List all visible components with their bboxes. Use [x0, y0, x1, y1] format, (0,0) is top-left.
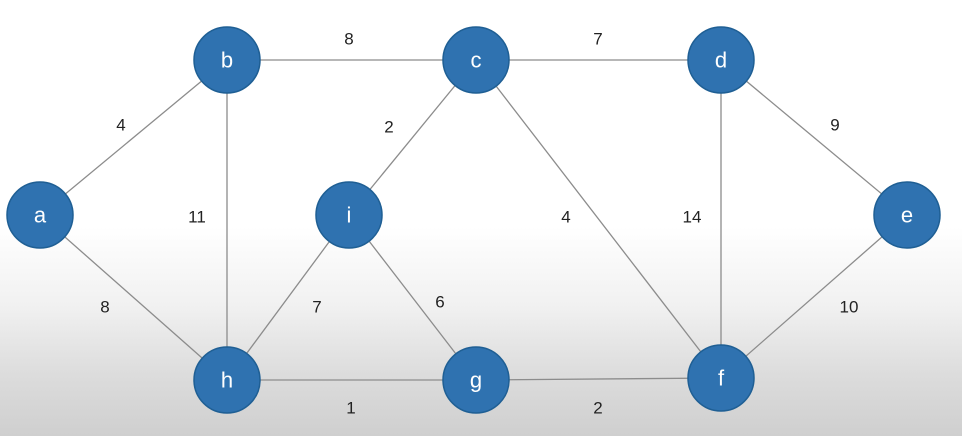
- node-circle-d: [687, 26, 755, 94]
- node-h: h: [193, 346, 261, 414]
- node-circle-b: [193, 26, 261, 94]
- edge-weights-layer: 4 8 8 11 7 2 4 9 14 10 7 6 1 2: [100, 30, 858, 418]
- node-label-b: b: [221, 48, 233, 73]
- edge-weight-i-h: 7: [312, 298, 321, 317]
- node-a: a: [6, 181, 74, 249]
- edge-weight-d-e: 9: [830, 116, 839, 135]
- node-circle-h: [193, 346, 261, 414]
- edge-e-f: [720, 214, 908, 379]
- node-circle-f: [687, 344, 755, 412]
- edge-c-f: [475, 59, 722, 379]
- node-d: d: [687, 26, 755, 94]
- node-circle-i: [315, 181, 383, 249]
- node-label-e: e: [901, 203, 913, 228]
- node-circle-g: [442, 346, 510, 414]
- node-label-g: g: [470, 368, 482, 393]
- edge-weight-e-f: 10: [840, 298, 859, 317]
- edge-weight-b-h: 11: [188, 208, 206, 227]
- edge-weight-c-d: 7: [593, 30, 602, 49]
- node-f: f: [687, 344, 755, 412]
- node-label-c: c: [471, 48, 482, 73]
- edge-g-f: [475, 377, 722, 381]
- node-i: i: [315, 181, 383, 249]
- node-circle-c: [442, 26, 510, 94]
- edge-d-e: [720, 59, 908, 216]
- edges-layer: [39, 59, 908, 381]
- edge-i-g: [348, 214, 477, 381]
- edge-i-h: [226, 214, 350, 381]
- node-label-d: d: [715, 48, 727, 73]
- node-g: g: [442, 346, 510, 414]
- node-label-f: f: [718, 366, 725, 391]
- node-e: e: [873, 181, 941, 249]
- edge-a-b: [39, 59, 228, 216]
- node-circle-a: [6, 181, 74, 249]
- edge-weight-a-h: 8: [100, 298, 109, 317]
- node-c: c: [442, 26, 510, 94]
- node-circle-e: [873, 181, 941, 249]
- node-b: b: [193, 26, 261, 94]
- edge-weight-d-f: 14: [683, 208, 702, 227]
- node-label-i: i: [347, 203, 352, 228]
- edge-weight-i-g: 6: [435, 293, 444, 312]
- edge-weight-b-c: 8: [344, 30, 353, 49]
- edge-weight-c-f: 4: [561, 208, 570, 227]
- edge-weight-c-i: 2: [384, 118, 393, 137]
- edge-weight-h-g: 1: [346, 399, 355, 418]
- edge-a-h: [39, 214, 228, 381]
- node-label-a: a: [34, 203, 47, 228]
- nodes-layer: a b c d e f g h i: [6, 26, 941, 414]
- node-label-h: h: [221, 368, 233, 393]
- edge-weight-g-f: 2: [593, 399, 602, 418]
- edge-weight-a-b: 4: [116, 116, 125, 135]
